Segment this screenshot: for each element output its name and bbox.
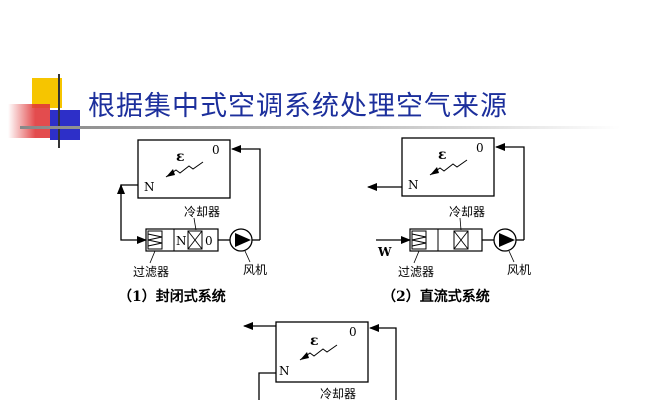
room-box bbox=[137, 139, 231, 199]
coil-cross bbox=[187, 230, 203, 250]
return-duct bbox=[258, 372, 276, 400]
cooler-label: 冷却器 bbox=[184, 205, 220, 219]
supply-duct bbox=[495, 143, 525, 240]
deco-yellow-square bbox=[32, 78, 62, 108]
caption-closed-system: （1）封闭式系统 bbox=[118, 288, 226, 305]
deco-vertical-line bbox=[58, 74, 60, 148]
deco-blue-square bbox=[50, 110, 80, 140]
return-duct bbox=[120, 184, 147, 244]
unit-point-n: N bbox=[176, 234, 187, 248]
process-line bbox=[429, 159, 468, 176]
room-point-o: 0 bbox=[212, 143, 220, 157]
room-epsilon: ε bbox=[176, 149, 185, 165]
room-point-n: N bbox=[408, 178, 419, 192]
filter-zigzag bbox=[411, 233, 427, 247]
filter-leader bbox=[413, 250, 420, 264]
cooler-leader bbox=[459, 217, 462, 231]
deco-red-square bbox=[8, 104, 50, 138]
room-point-o: 0 bbox=[349, 325, 357, 339]
process-arrowhead bbox=[430, 167, 439, 175]
supply-duct bbox=[369, 324, 397, 400]
filter-label: 过滤器 bbox=[398, 265, 434, 279]
diagram-mixed-system: ε 0 N 冷却器 bbox=[243, 321, 397, 400]
page-title: 根据集中式空调系统处理空气来源 bbox=[88, 91, 508, 122]
diagram-closed-system: ε 0 N N 0 冷却器 过滤器 风机 （1）封闭式系统 bbox=[117, 139, 267, 305]
filter-leader bbox=[149, 250, 156, 264]
process-arrowhead bbox=[300, 352, 309, 360]
fan-leader bbox=[508, 250, 515, 263]
fan-leader bbox=[244, 250, 251, 263]
filter-label: 过滤器 bbox=[133, 265, 169, 279]
room-epsilon: ε bbox=[438, 147, 447, 163]
caption-once-through-system: （2）直流式系统 bbox=[382, 288, 490, 305]
ahu-casing bbox=[409, 228, 483, 252]
cooling-coil bbox=[187, 230, 203, 250]
process-line bbox=[165, 161, 204, 178]
process-arrowhead bbox=[166, 169, 175, 177]
coil-cross bbox=[453, 230, 469, 250]
cooling-coil bbox=[453, 230, 469, 250]
fan-label: 风机 bbox=[507, 263, 531, 277]
inlet-label-w: W bbox=[377, 245, 392, 259]
cooler-label: 冷却器 bbox=[320, 387, 356, 400]
room-box bbox=[401, 137, 495, 197]
unit-point-o: 0 bbox=[205, 234, 213, 248]
room-point-o: 0 bbox=[476, 141, 484, 155]
process-line bbox=[299, 344, 338, 361]
room-point-n: N bbox=[144, 180, 155, 194]
fan-label: 风机 bbox=[243, 263, 267, 277]
fan-triangle bbox=[499, 233, 515, 247]
room-point-n: N bbox=[279, 364, 290, 378]
room-epsilon: ε bbox=[310, 333, 319, 349]
cooler-label: 冷却器 bbox=[449, 205, 485, 219]
filter-zigzag bbox=[147, 233, 163, 247]
fan-triangle bbox=[235, 233, 251, 247]
title-underline bbox=[20, 126, 620, 129]
room-box bbox=[275, 321, 369, 383]
cooler-leader bbox=[193, 217, 197, 231]
supply-duct bbox=[231, 145, 261, 240]
diagram-once-through-system: ε 0 N W 冷却器 过滤器 风机 （2）直流式系统 bbox=[367, 137, 531, 305]
